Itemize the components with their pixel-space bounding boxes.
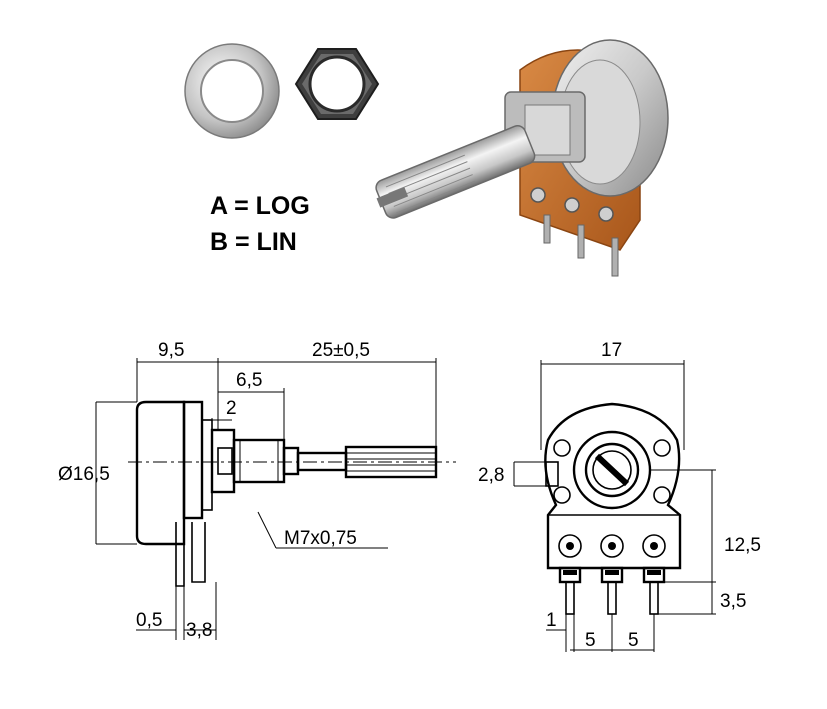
hex-nut-photo: [294, 48, 380, 120]
legend-lin: B = LIN: [210, 228, 297, 256]
dim-thread: M7x0,75: [284, 528, 357, 549]
dim-5-right: 5: [628, 630, 639, 651]
housing-outline: [135, 400, 186, 546]
dim-12-5: 12,5: [724, 535, 761, 556]
washer-photo: [184, 43, 280, 139]
dim-2-8: 2,8: [478, 465, 504, 486]
dim-2: 2: [226, 398, 237, 419]
dim-6-5: 6,5: [236, 370, 262, 391]
side-view-drawing: 9,5 25±0,5 6,5 2 Ø16,5 M7x0,75 0,5 3,8: [58, 340, 456, 641]
dim-3-8: 3,8: [186, 620, 212, 641]
dim-25: 25±0,5: [312, 340, 370, 361]
potentiometer-photo: [375, 39, 669, 277]
photo-section: A = LOG B = LIN: [184, 39, 669, 277]
dim-diameter: Ø16,5: [58, 464, 110, 485]
dim-9-5: 9,5: [158, 340, 184, 361]
dim-1: 1: [546, 610, 557, 631]
dim-5-left: 5: [585, 630, 596, 651]
dim-0-5: 0,5: [136, 610, 162, 631]
dim-17: 17: [601, 340, 622, 361]
front-view-drawing: 17 2,8 12,5 3,5 1 5 5: [478, 340, 761, 652]
dim-3-5: 3,5: [720, 591, 746, 612]
legend-log: A = LOG: [210, 192, 310, 220]
